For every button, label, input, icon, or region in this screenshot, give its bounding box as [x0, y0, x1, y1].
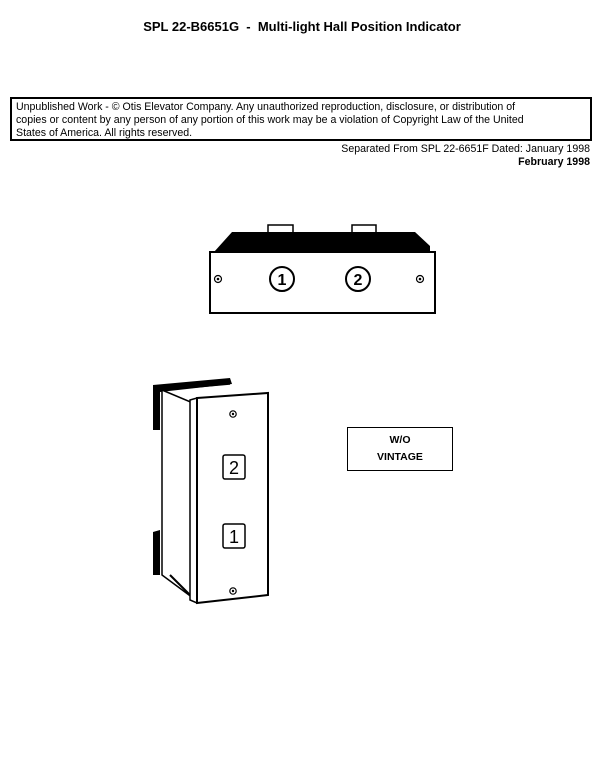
- screw-icon: [415, 274, 425, 284]
- copyright-notice: Unpublished Work - © Otis Elevator Compa…: [10, 97, 592, 141]
- separated-from-text: Separated From SPL 22-6651F Dated: Janua…: [341, 143, 590, 155]
- vertical-indicator-drawing: 2 1: [153, 378, 269, 605]
- vintage-line-1: W/O: [389, 434, 411, 446]
- notice-line: copies or content by any person of any p…: [16, 114, 524, 127]
- screw-icon: [229, 587, 237, 595]
- vintage-line-2: VINTAGE: [377, 451, 423, 463]
- notice-line: States of America. All rights reserved.: [16, 127, 193, 140]
- revision-date: February 1998: [518, 156, 590, 168]
- light-label: 2: [354, 272, 363, 289]
- light-label: 1: [229, 527, 239, 547]
- light-label: 1: [278, 272, 287, 289]
- light-2: 2: [222, 454, 246, 480]
- vintage-label-box: W/O VINTAGE: [347, 427, 453, 471]
- light-1: 1: [269, 266, 295, 292]
- screw-icon: [213, 274, 223, 284]
- light-2: 2: [345, 266, 371, 292]
- revision-info: Separated From SPL 22-6651F Dated: Janua…: [341, 143, 590, 169]
- page-title: SPL 22-B6651G - Multi-light Hall Positio…: [143, 19, 461, 34]
- light-label: 2: [229, 458, 239, 478]
- notice-line: Unpublished Work - © Otis Elevator Compa…: [16, 101, 516, 113]
- light-1: 1: [222, 523, 246, 549]
- horizontal-indicator-drawing: 1 2: [209, 224, 436, 314]
- screw-icon: [229, 410, 237, 418]
